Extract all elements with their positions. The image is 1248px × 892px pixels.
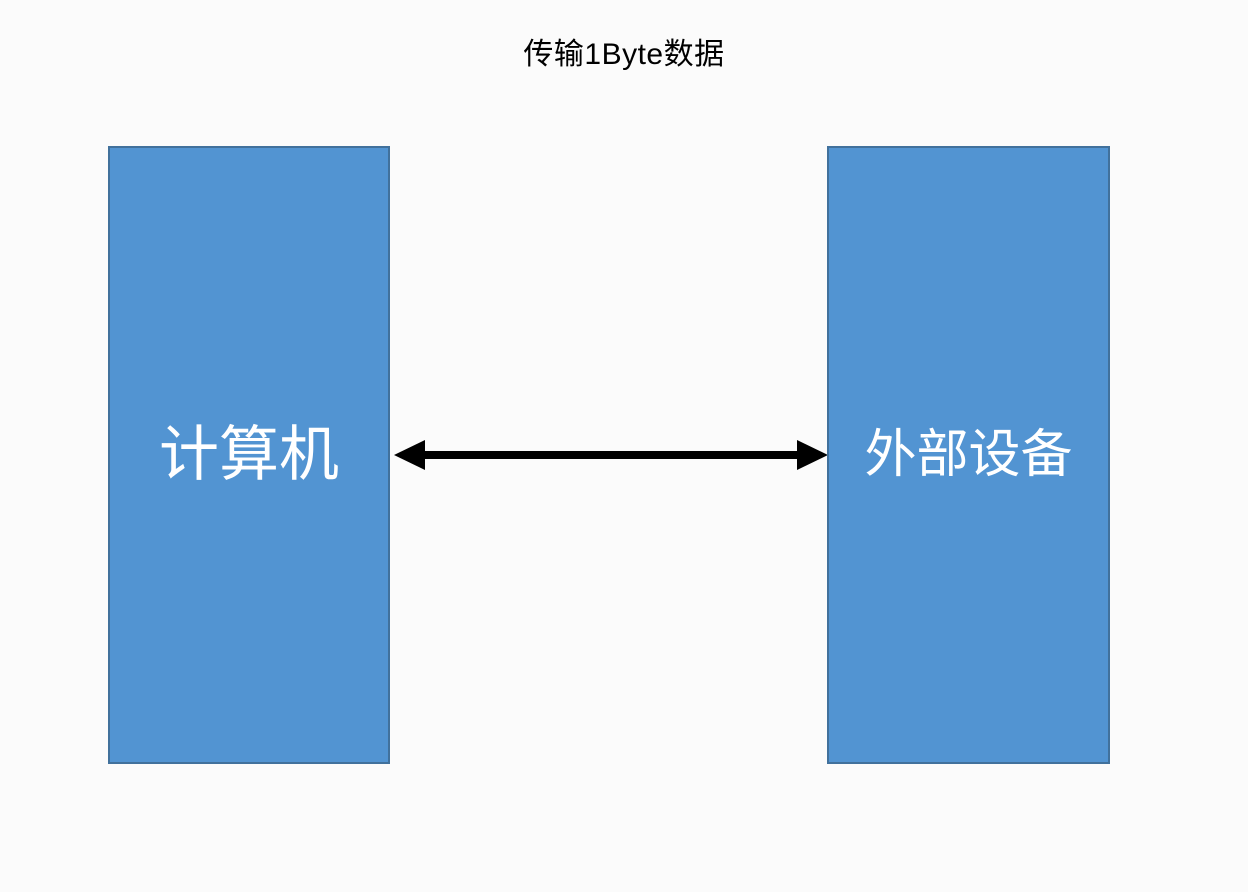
node-computer-label: 计算机 — [159, 421, 339, 488]
node-external-device: 外部设备 — [827, 146, 1110, 764]
diagram-title: 传输1Byte数据 — [523, 38, 725, 71]
arrow-head-left — [394, 440, 425, 470]
arrow-shaft — [418, 451, 804, 459]
double-arrow-connector — [394, 440, 828, 470]
arrow-head-right — [797, 440, 828, 470]
node-computer: 计算机 — [108, 146, 390, 764]
node-external-device-label: 外部设备 — [864, 426, 1073, 484]
